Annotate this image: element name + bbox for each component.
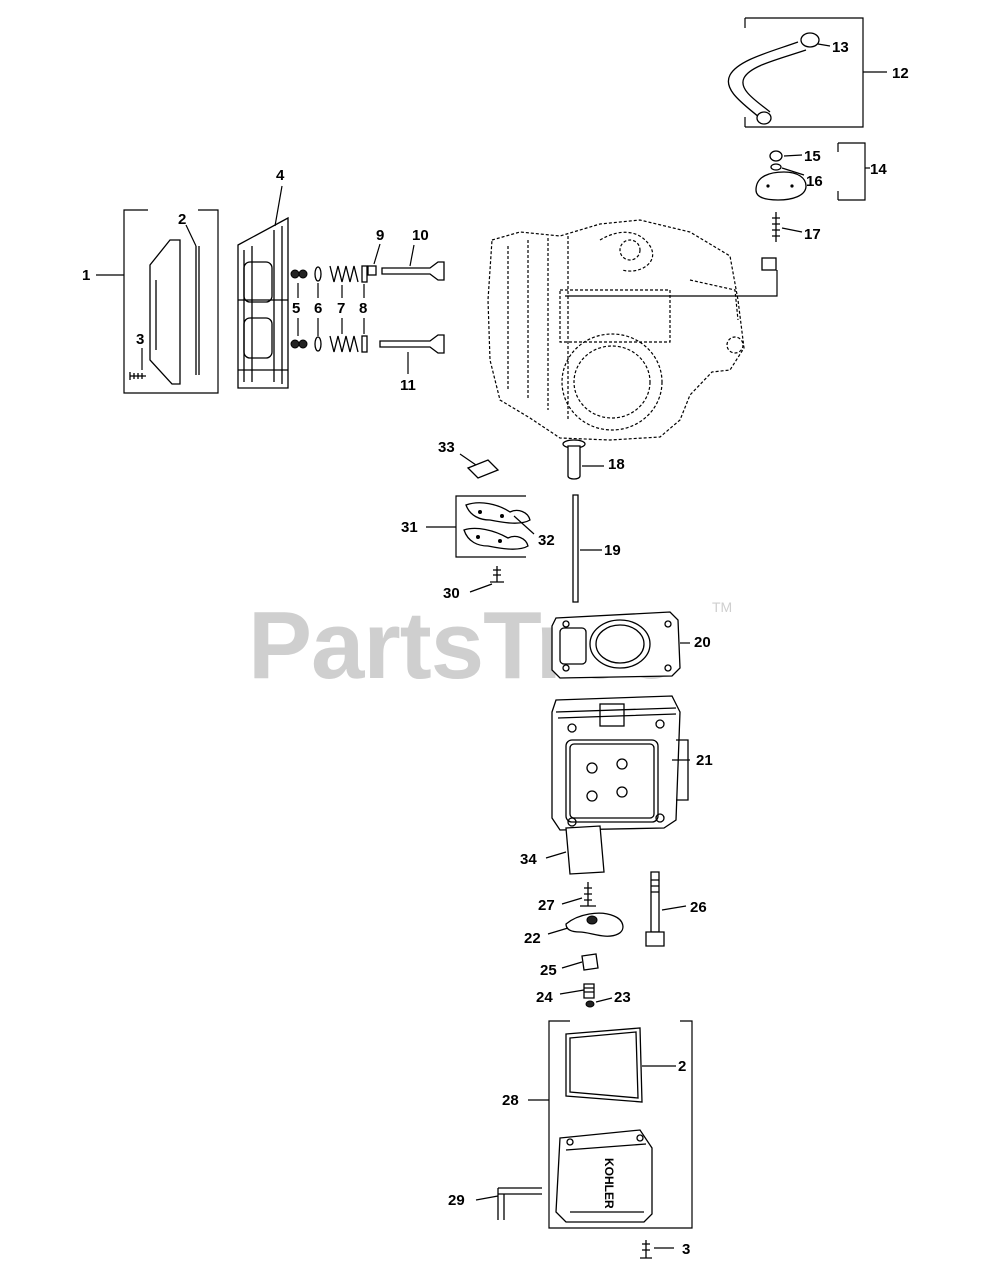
rocker-arm-32b xyxy=(463,527,529,550)
crankcase-ghost xyxy=(487,219,778,441)
adjuster-24 xyxy=(583,983,595,999)
callout-7: 7 xyxy=(337,300,345,317)
callout-11: 11 xyxy=(400,377,416,394)
callout-5: 5 xyxy=(292,300,300,317)
callout-3: 3 xyxy=(136,331,144,348)
callout-8: 8 xyxy=(359,300,367,317)
guide-plate-34 xyxy=(565,825,605,875)
lifter-and-pushrod xyxy=(562,439,604,603)
hose-end xyxy=(756,111,772,125)
callout-31: 31 xyxy=(401,519,418,536)
callout-16: 16 xyxy=(806,173,823,190)
valve-spring-7 xyxy=(329,265,359,353)
head-gasket-20 xyxy=(551,611,690,679)
callout-24: 24 xyxy=(536,989,553,1006)
cover-bolt-left xyxy=(129,372,146,380)
callout-22: 22 xyxy=(524,930,541,947)
callout-14: 14 xyxy=(870,161,887,178)
callout-26: 26 xyxy=(690,899,707,916)
rocker-arm-22 xyxy=(565,912,624,937)
callout-4: 4 xyxy=(276,167,285,184)
cover-gasket-lower xyxy=(565,1027,643,1103)
breather-cover xyxy=(755,171,807,201)
pivot-block-33 xyxy=(466,459,500,479)
callout-30: 30 xyxy=(443,585,460,602)
valve-cap-9 xyxy=(367,265,377,276)
valve-cover-lower xyxy=(555,1129,653,1223)
valve-keeper-5 xyxy=(290,269,308,349)
rocker-stud-30 xyxy=(490,566,504,583)
callout-19: 19 xyxy=(604,542,621,559)
breather-hose-group xyxy=(727,17,887,128)
callout-29: 29 xyxy=(448,1192,465,1209)
callout-labels: 1 2 3 4 5 6 7 8 9 10 11 12 13 14 15 16 1… xyxy=(82,39,909,1258)
callout-34: 34 xyxy=(520,851,537,868)
cylinder-head-side xyxy=(237,185,289,389)
callout-25: 25 xyxy=(540,962,557,979)
callout-1: 1 xyxy=(82,267,90,284)
callout-2-lower: 2 xyxy=(678,1058,686,1075)
callout-9: 9 xyxy=(376,227,384,244)
callout-17: 17 xyxy=(804,226,821,243)
breather-stud-17 xyxy=(772,212,780,242)
pivot-25 xyxy=(581,953,599,971)
breather-washer-16 xyxy=(770,163,782,171)
valve-train-parts xyxy=(290,243,445,374)
callout-33: 33 xyxy=(438,439,455,456)
callout-12: 12 xyxy=(892,65,909,82)
callout-18: 18 xyxy=(608,456,625,473)
intake-valve-10 xyxy=(381,261,445,281)
callout-23: 23 xyxy=(614,989,631,1006)
spring-retainer-6 xyxy=(314,266,322,352)
callout-20: 20 xyxy=(694,634,711,651)
breather-nut-15 xyxy=(769,150,783,162)
valve-cover-group-lower: KOHLER xyxy=(475,1020,693,1229)
callout-10: 10 xyxy=(412,227,429,244)
callout-2: 2 xyxy=(178,211,186,228)
callout-32: 32 xyxy=(538,532,555,549)
callout-28: 28 xyxy=(502,1092,519,1109)
watermark-trademark: TM xyxy=(712,599,732,615)
callout-13: 13 xyxy=(832,39,849,56)
cylinder-head-21 xyxy=(551,695,690,831)
callout-3-lower: 3 xyxy=(682,1241,690,1258)
breather-hose xyxy=(727,41,807,119)
valve-lifter-18 xyxy=(567,445,581,480)
exhaust-valve-11 xyxy=(379,334,445,354)
valve-seal-8 xyxy=(361,265,368,353)
callout-27: 27 xyxy=(538,897,555,914)
breather-tube-29 xyxy=(497,1187,542,1220)
callout-15: 15 xyxy=(804,148,821,165)
lower-rocker-parts xyxy=(545,825,624,1008)
valve-cover-emblem: KOHLER xyxy=(602,1158,616,1209)
rocker-stud-27 xyxy=(580,882,596,907)
nut-23 xyxy=(585,1000,595,1008)
head-bolt-26 xyxy=(645,871,687,947)
valve-cover-left xyxy=(149,239,181,385)
callout-6: 6 xyxy=(314,300,322,317)
rocker-arm-32a xyxy=(465,502,531,524)
pushrod-19 xyxy=(572,494,579,603)
callout-21: 21 xyxy=(696,752,713,769)
cover-bolt-lower xyxy=(640,1240,674,1259)
rocker-arm-group xyxy=(426,453,535,593)
hose-clamp-13 xyxy=(800,32,820,48)
valve-cover-group-left xyxy=(96,209,219,394)
breather-cover-group xyxy=(755,142,870,242)
